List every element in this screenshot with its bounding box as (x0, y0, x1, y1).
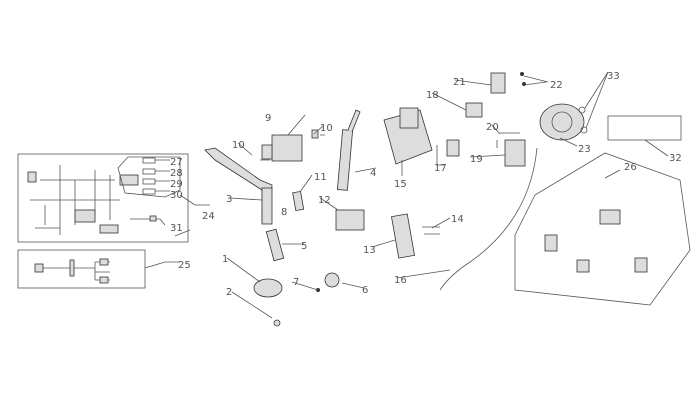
callout-13: 13 (363, 245, 376, 256)
callout-20: 20 (486, 122, 499, 133)
callout-21: 21 (453, 77, 466, 88)
callout-14: 14 (451, 214, 464, 225)
callout-27: 27 (170, 157, 183, 168)
callout-10: 10 (320, 123, 333, 134)
ignition-coil-and-leads (204, 109, 440, 327)
callout-11: 11 (314, 172, 327, 183)
relays-and-fan (439, 72, 691, 306)
callout-23: 23 (578, 144, 591, 155)
callout-9: 9 (265, 113, 271, 124)
callout-2: 2 (226, 287, 232, 298)
callout-10: 10 (232, 140, 245, 151)
callout-32: 32 (669, 153, 682, 164)
callout-4: 4 (370, 168, 376, 179)
callout-8: 8 (281, 207, 287, 218)
callout-7: 7 (293, 277, 299, 288)
callout-26: 26 (624, 162, 637, 173)
callout-24: 24 (202, 211, 215, 222)
callout-15: 15 (394, 179, 407, 190)
callout-5: 5 (301, 241, 307, 252)
callout-25: 25 (178, 260, 191, 271)
battery (383, 107, 433, 165)
callout-29: 29 (170, 179, 183, 190)
callout-12: 12 (318, 195, 331, 206)
callout-17: 17 (434, 163, 447, 174)
callout-16: 16 (394, 275, 407, 286)
callout-19: 19 (470, 154, 483, 165)
callout-3: 3 (226, 194, 232, 205)
callout-1: 1 (222, 254, 228, 265)
wiring-harness-panel (17, 153, 189, 243)
callout-18: 18 (426, 90, 439, 101)
sensor-harness-panel (17, 249, 146, 289)
callout-30: 30 (170, 190, 183, 201)
callout-31: 31 (170, 223, 183, 234)
callout-22: 22 (550, 80, 563, 91)
callout-6: 6 (362, 285, 368, 296)
callout-33: 33 (607, 71, 620, 82)
callout-28: 28 (170, 168, 183, 179)
callout-labels: 1 2 3 4 5 6 7 8 9 10 10 11 12 13 14 15 1… (170, 71, 682, 298)
